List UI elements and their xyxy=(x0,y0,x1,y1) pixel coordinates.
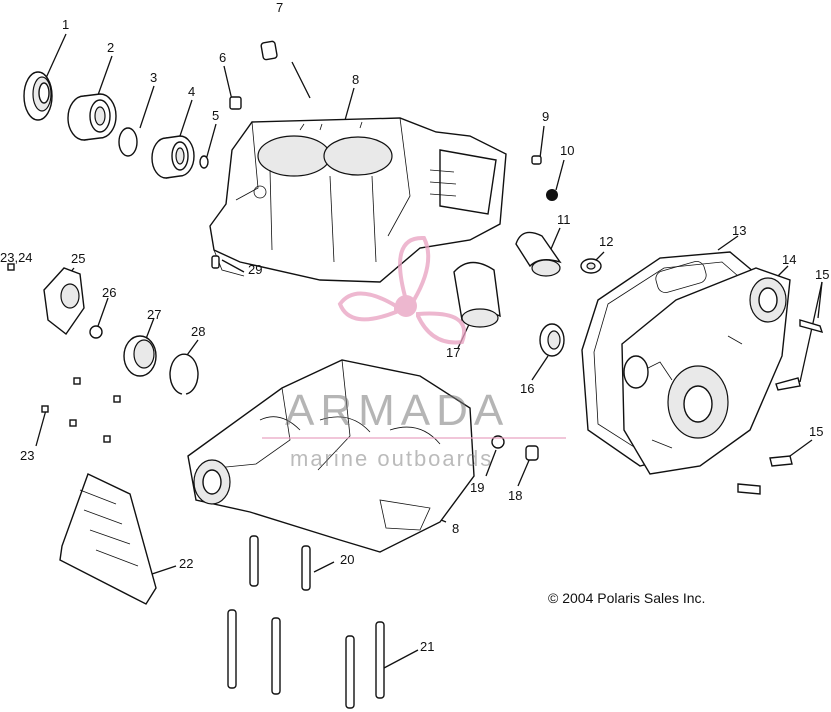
callout-14: 14 xyxy=(782,252,797,267)
callout-3: 3 xyxy=(150,70,158,85)
plug-part-9 xyxy=(531,155,542,165)
callout-25: 25 xyxy=(71,251,86,266)
callout-27: 27 xyxy=(147,307,162,322)
callout-23: 23 xyxy=(20,448,35,463)
bearing-shell-part-11 xyxy=(515,231,562,277)
callout-21: 21 xyxy=(420,639,435,654)
callout-29: 29 xyxy=(248,262,263,277)
bearing-part-4 xyxy=(151,135,195,179)
cap-part-27 xyxy=(123,335,157,377)
washer-part-12 xyxy=(580,258,602,274)
crankcase-lower-part-8 xyxy=(187,359,475,553)
crankcase-upper-part-8 xyxy=(209,117,507,283)
callout-22: 22 xyxy=(179,556,194,571)
callout-7: 7 xyxy=(276,0,284,15)
callout-28: 28 xyxy=(191,324,206,339)
bearing-shell-part-17 xyxy=(453,261,501,328)
watermark-name: ARMADA xyxy=(285,386,510,435)
plug-part-10 xyxy=(546,189,558,201)
callout-12: 12 xyxy=(599,234,614,249)
callout-5: 5 xyxy=(212,108,220,123)
callout-18: 18 xyxy=(508,488,523,503)
callout-8-upper: 8 xyxy=(352,72,360,87)
studs-part-21 xyxy=(227,609,385,709)
callout-26: 26 xyxy=(102,285,117,300)
fitting-part-23-24 xyxy=(7,263,15,271)
copyright-notice: © 2004 Polaris Sales Inc. xyxy=(548,590,706,606)
callout-4: 4 xyxy=(188,84,196,99)
callout-23-24: 23,24 xyxy=(0,250,33,265)
ring-part-3 xyxy=(118,127,138,157)
pin-part-29 xyxy=(211,255,220,269)
circlip-part-28 xyxy=(169,353,199,395)
callout-17: 17 xyxy=(446,345,461,360)
o-ring-part-26 xyxy=(89,325,103,339)
callout-16: 16 xyxy=(520,381,535,396)
callout-15-upper: 15 xyxy=(815,267,830,282)
plate-part-22 xyxy=(59,473,157,605)
seal-part-16 xyxy=(539,323,565,357)
o-ring-part-19 xyxy=(491,435,505,449)
seal-part-1 xyxy=(23,71,53,121)
studs-part-20 xyxy=(249,535,311,591)
callout-9: 9 xyxy=(542,109,550,124)
cover-part-14 xyxy=(621,267,791,475)
callout-20: 20 xyxy=(340,552,355,567)
bolts-part-15 xyxy=(737,319,824,495)
watermark-tagline: marine outboards xyxy=(290,446,494,471)
pump-part-25 xyxy=(43,267,85,336)
callout-1: 1 xyxy=(62,17,70,32)
callout-11: 11 xyxy=(557,212,571,227)
watermark-propeller-logo xyxy=(337,235,466,345)
plug-part-18 xyxy=(525,445,539,461)
callout-13: 13 xyxy=(732,223,747,238)
dowel-part-6 xyxy=(229,96,242,110)
callout-8-lower: 8 xyxy=(452,521,460,536)
callout-2: 2 xyxy=(107,40,115,55)
bearing-part-2 xyxy=(67,93,117,141)
dowel-part-7 xyxy=(260,40,278,61)
callout-15-lower: 15 xyxy=(809,424,824,439)
callout-19: 19 xyxy=(470,480,485,495)
callout-6: 6 xyxy=(219,50,227,65)
fittings-part-23 xyxy=(7,263,121,443)
callout-10: 10 xyxy=(560,143,575,158)
ring-part-5 xyxy=(199,155,209,169)
